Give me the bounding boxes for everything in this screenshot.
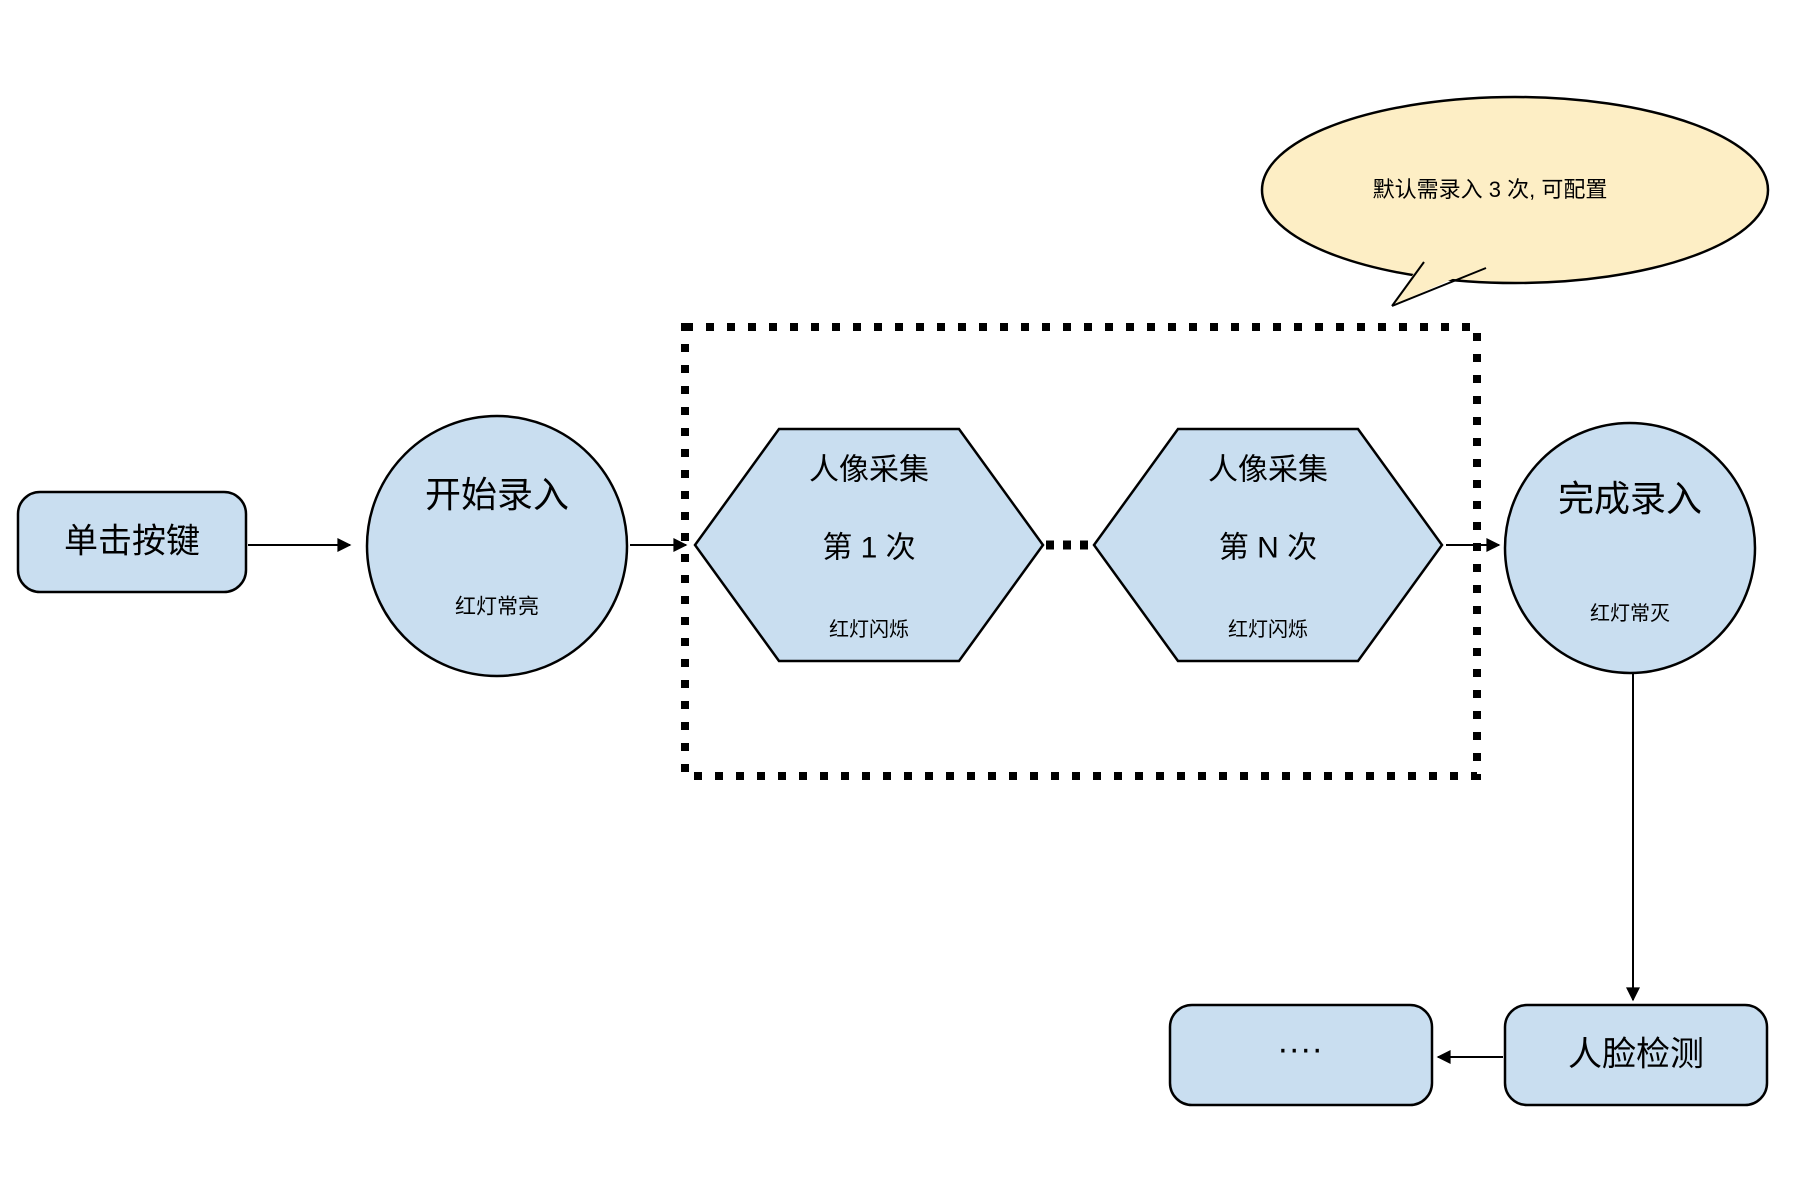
callout-text: 默认需录入 3 次, 可配置	[1372, 176, 1608, 202]
node-capture-nth	[1092, 427, 1444, 663]
capture-nth-label-line2: 第 N 次	[1218, 531, 1318, 565]
capture-nth-sublabel: 红灯闪烁	[1228, 619, 1308, 641]
node-capture-first	[693, 427, 1045, 663]
more-steps-label: ....	[1278, 1022, 1324, 1061]
node-face-detect	[1503, 1003, 1769, 1107]
node-start-entry	[365, 414, 629, 678]
node-more-steps	[1168, 1003, 1434, 1107]
callout-tail-edge-left	[1391, 261, 1425, 307]
finish-entry-sublabel: 红灯常灭	[1590, 603, 1670, 625]
node-click-button	[16, 490, 248, 594]
callout-tail	[1392, 258, 1486, 306]
click-button-label: 单击按键	[64, 522, 200, 561]
start-entry-label: 开始录入	[424, 474, 570, 516]
start-entry-sublabel: 红灯常亮	[455, 595, 539, 619]
callout-tail-edge-right	[1391, 267, 1487, 307]
node-finish-entry	[1503, 421, 1757, 675]
capture-first-label-line2: 第 1 次	[822, 531, 916, 565]
callout-bubble	[1260, 95, 1770, 285]
capture-first-sublabel: 红灯闪烁	[829, 619, 909, 641]
capture-first-label-line1: 人像采集	[809, 453, 929, 487]
face-detect-label: 人脸检测	[1568, 1035, 1704, 1074]
finish-entry-label: 完成录入	[1557, 478, 1703, 520]
capture-nth-label-line1: 人像采集	[1208, 453, 1328, 487]
